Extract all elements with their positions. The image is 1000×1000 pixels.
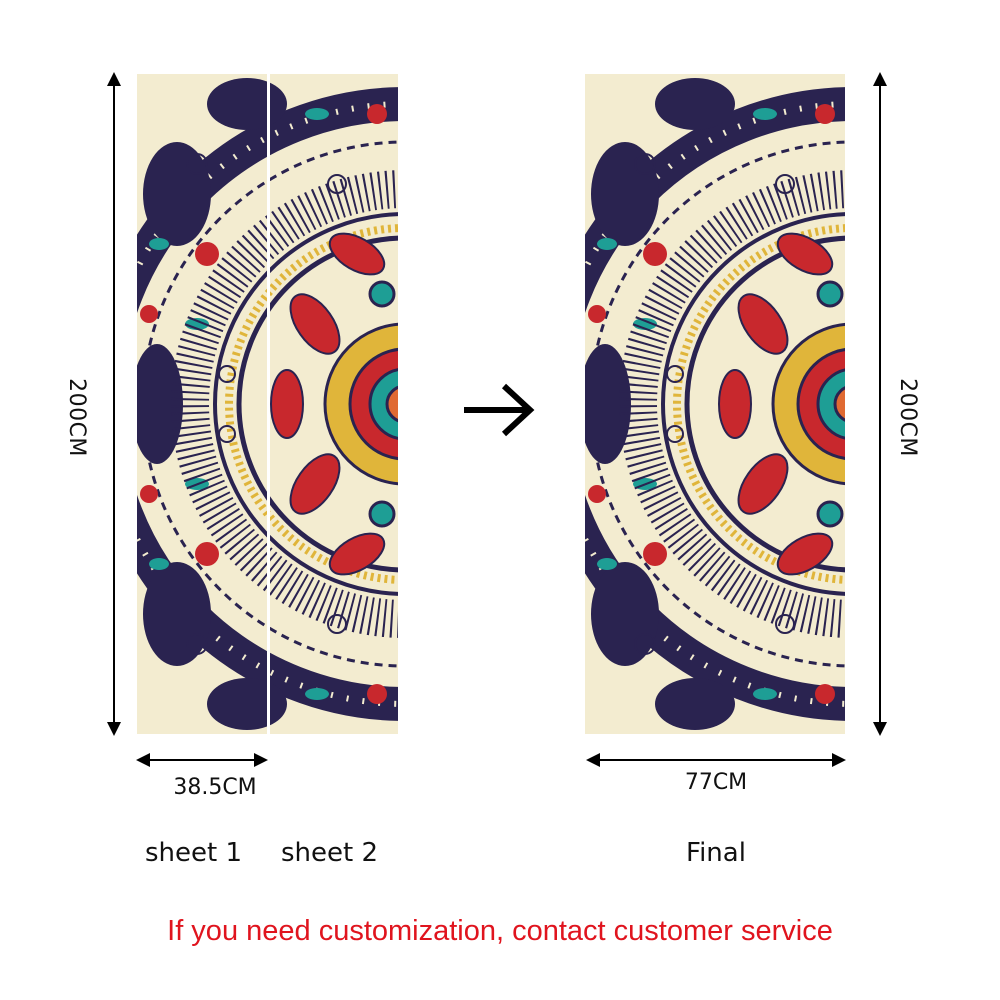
mandala-pattern-final bbox=[585, 74, 845, 734]
final-width-arrow bbox=[586, 753, 846, 767]
height-arrow-right bbox=[873, 72, 887, 736]
customization-notice: If you need customization, contact custo… bbox=[167, 915, 833, 947]
sheet-1-label: sheet 1 bbox=[145, 838, 243, 868]
sheet-2-panel bbox=[270, 74, 398, 734]
final-label: Final bbox=[686, 838, 746, 868]
final-width-label: 77CM bbox=[684, 770, 748, 795]
sheet-2-label: sheet 2 bbox=[281, 838, 379, 868]
sheet-width-label: 38.5CM bbox=[173, 775, 257, 800]
right-arrow-icon bbox=[464, 383, 535, 437]
final-door-panel bbox=[585, 74, 845, 734]
sheet-1-panel bbox=[137, 74, 267, 734]
mandala-pattern-sheet-2 bbox=[270, 74, 398, 734]
height-arrow-left bbox=[107, 72, 121, 736]
height-label-right: 200CM bbox=[894, 378, 920, 457]
sheet-width-arrow bbox=[136, 753, 268, 767]
mandala-pattern-sheet-1 bbox=[137, 74, 267, 734]
height-label-left: 200CM bbox=[63, 378, 89, 457]
